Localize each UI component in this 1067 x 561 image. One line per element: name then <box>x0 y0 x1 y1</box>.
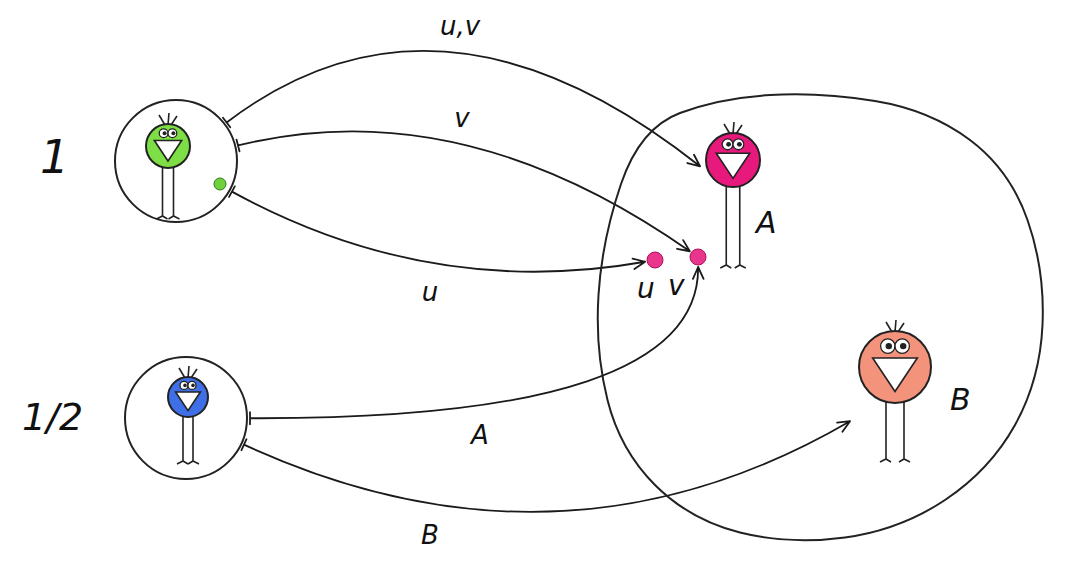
node-drawing <box>688 247 708 267</box>
set-region: AuvB <box>590 88 1052 550</box>
bird-eye <box>722 139 733 150</box>
bird-body <box>168 377 208 417</box>
set-outline <box>598 94 1043 540</box>
edge-label: v <box>451 104 472 133</box>
node-label: 1/2 <box>22 397 83 439</box>
node-drawing <box>590 88 1052 550</box>
arrow-connector <box>229 186 645 271</box>
bird-pupil <box>886 343 892 349</box>
bird-body <box>146 124 190 168</box>
set-circle: 1/2 <box>122 355 250 481</box>
node-drawing <box>850 325 940 465</box>
arrow-connector <box>250 267 704 424</box>
bird-eye <box>881 339 895 353</box>
bird-eye <box>168 129 177 138</box>
dot-node: v <box>688 247 708 267</box>
node-label: B <box>950 383 971 416</box>
edge-label: u,v <box>437 12 483 41</box>
node-drawing <box>645 250 665 270</box>
bird-pupil <box>191 384 195 388</box>
edge-label: A <box>468 421 492 450</box>
bird-chest <box>873 358 918 391</box>
bird-pupil <box>737 142 742 147</box>
pink-bird <box>706 122 760 268</box>
bird-chest <box>716 153 749 178</box>
bird-legs <box>157 166 180 219</box>
bird-pupil <box>726 142 731 147</box>
bird-eye <box>159 129 168 138</box>
bird-legs <box>177 415 199 464</box>
node-drawing <box>700 118 780 278</box>
bird-pupil <box>171 131 175 135</box>
salmon-bird <box>859 320 931 462</box>
bird-legs <box>880 401 910 462</box>
bird-eye <box>733 139 744 150</box>
bird-body <box>859 331 931 403</box>
dot-node: u <box>645 250 665 270</box>
bird-chest <box>176 392 201 411</box>
bird-body <box>706 133 760 187</box>
bird-eye <box>895 339 909 353</box>
node-label: A <box>756 206 777 239</box>
bird-pupil <box>163 131 167 135</box>
bird-pupil <box>900 343 906 349</box>
pink-dot <box>690 249 706 265</box>
arrow-connector <box>237 131 690 251</box>
green-dot <box>214 178 226 190</box>
arrow-connector <box>241 421 850 512</box>
node-drawing <box>112 98 240 224</box>
pink-dot <box>647 252 663 268</box>
bird-node: A <box>700 118 780 278</box>
node-label: u <box>637 274 655 305</box>
node-drawing <box>122 355 250 481</box>
bird-chest <box>154 141 181 161</box>
set-circle: 1 <box>112 98 240 224</box>
bird-eye <box>180 381 188 389</box>
bird-pupil <box>183 384 187 388</box>
edge-label: B <box>418 521 442 550</box>
green-bird <box>146 113 190 219</box>
bird-node: B <box>850 325 940 465</box>
bird-legs <box>720 185 746 268</box>
set-circle <box>125 357 247 479</box>
arrow-connector <box>223 51 700 166</box>
bird-eye <box>188 381 196 389</box>
node-label: v <box>668 271 685 302</box>
set-circle <box>115 100 237 222</box>
node-label: 1 <box>40 132 69 183</box>
edge-label: u <box>419 278 441 307</box>
blue-bird <box>168 366 208 464</box>
